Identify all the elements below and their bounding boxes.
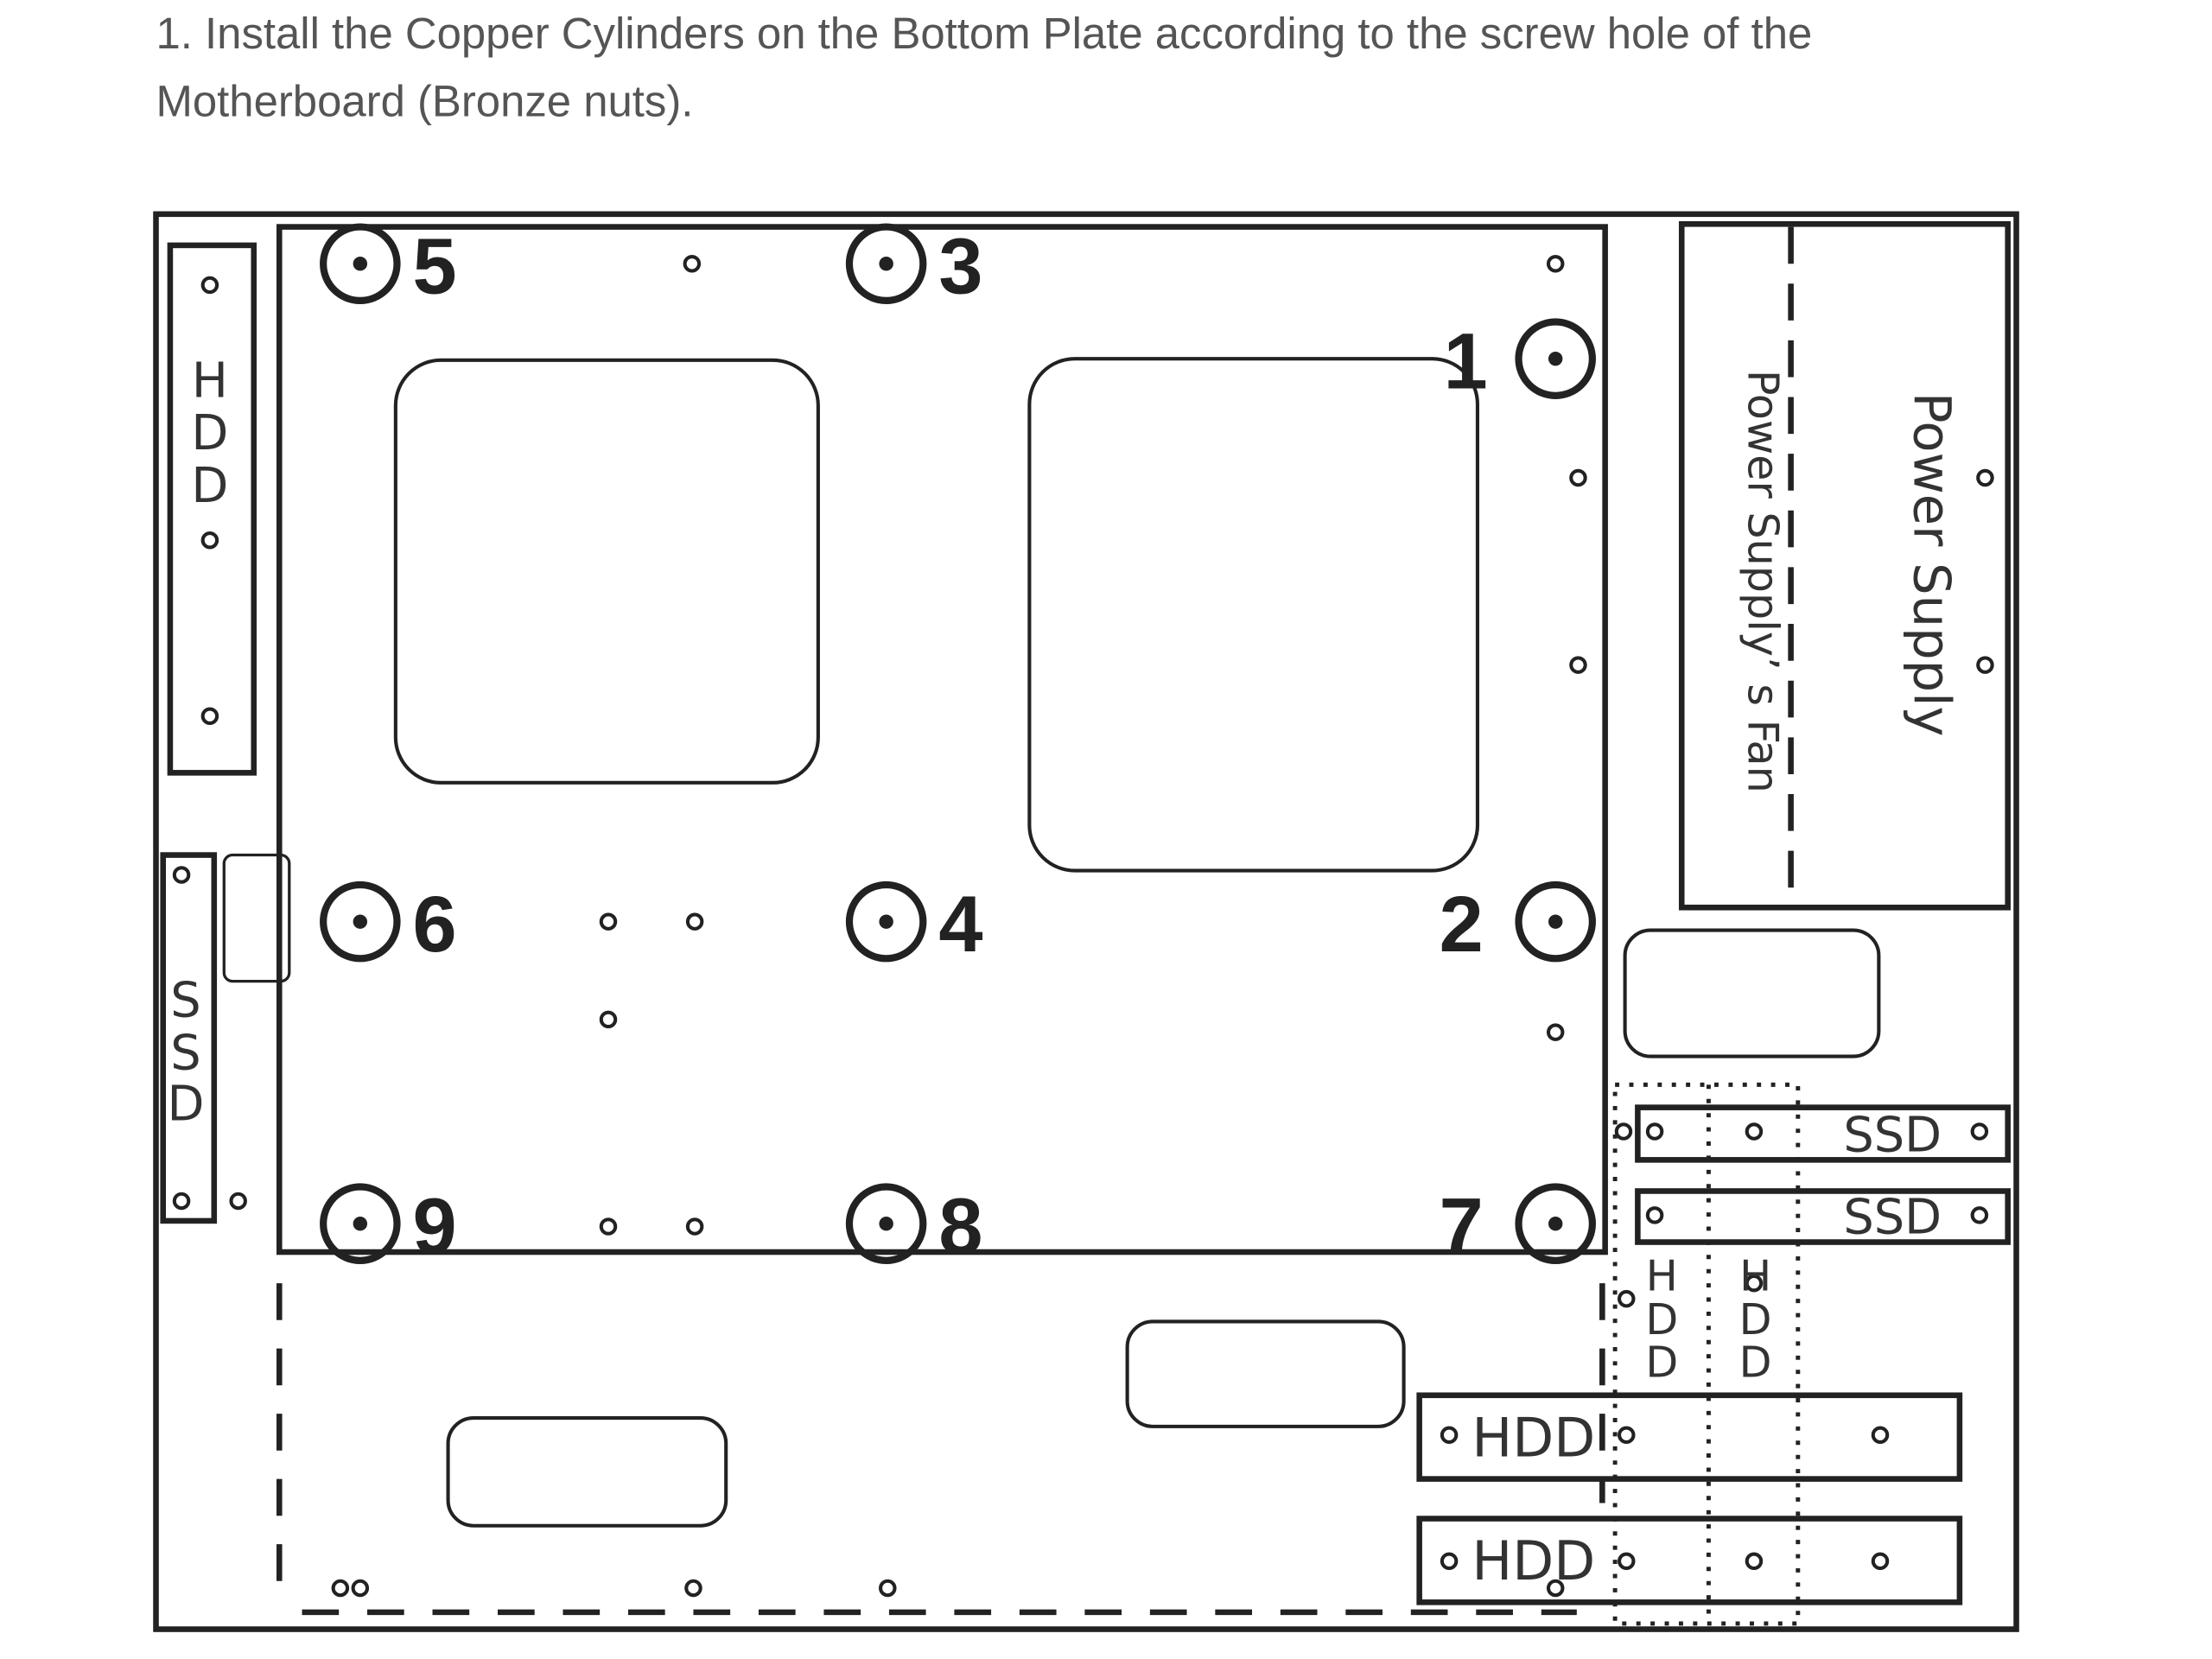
ssd-label: SSD bbox=[1843, 1190, 1942, 1246]
left-hdd-letter: D bbox=[191, 405, 228, 461]
ssd-label: SSD bbox=[1843, 1108, 1942, 1164]
motherboard-outline bbox=[276, 224, 1608, 1255]
power-supply-bay bbox=[1678, 221, 2011, 911]
right-ssd-bay-2 bbox=[1635, 1188, 2011, 1245]
dotted-drive-cage bbox=[1612, 1082, 1801, 1626]
standoffs: 5 3 1 6 4 2 9 8 7 bbox=[320, 223, 1596, 1271]
power-supply-label: Power Supply bbox=[1902, 392, 1961, 737]
dashed-guides bbox=[276, 1283, 1605, 1616]
instruction-line-2: Motherboard (Bronze nuts). bbox=[156, 77, 694, 126]
standoff-label: 5 bbox=[413, 223, 457, 311]
left-ssd-letter: S bbox=[170, 973, 200, 1029]
standoff-label: 2 bbox=[1440, 880, 1484, 969]
bottom-hdd-bay-1 bbox=[1416, 1392, 1963, 1482]
hdd-vertical-letter: D bbox=[1739, 1337, 1772, 1387]
hdd-vertical-letter: D bbox=[1645, 1294, 1678, 1344]
hdd-label: HDD bbox=[1471, 1529, 1595, 1592]
instruction-line-1: 1. Install the Copper Cylinders on the B… bbox=[156, 9, 1813, 58]
standoff-label: 3 bbox=[938, 223, 982, 311]
left-ssd-letter: S bbox=[170, 1025, 200, 1081]
hdd-vertical-letter: D bbox=[1645, 1337, 1678, 1387]
left-hdd-bay bbox=[167, 242, 257, 776]
standoff-label: 4 bbox=[938, 880, 982, 969]
bottom-hdd-bay-2 bbox=[1416, 1516, 1963, 1605]
standoff-label: 7 bbox=[1440, 1183, 1484, 1271]
left-ssd-letter: D bbox=[167, 1076, 204, 1132]
hdd-vertical-letter: H bbox=[1646, 1250, 1678, 1300]
left-cutout bbox=[222, 853, 291, 983]
standoff-label: 9 bbox=[413, 1183, 457, 1271]
left-ssd-bay bbox=[160, 852, 218, 1224]
hdd-vertical-letter: H bbox=[1739, 1250, 1771, 1300]
bottom-plate-outline bbox=[153, 211, 2019, 1632]
left-hdd-letter: H bbox=[192, 353, 228, 409]
standoff-label: 1 bbox=[1444, 318, 1488, 406]
hdd-vertical-letter: D bbox=[1739, 1294, 1772, 1344]
right-ssd-bay-1 bbox=[1635, 1104, 2011, 1163]
plate-cutouts bbox=[393, 357, 1881, 1528]
hdd-label: HDD bbox=[1471, 1406, 1595, 1469]
left-hdd-letter: D bbox=[191, 458, 228, 514]
power-supply-fan-label: Power Supply’ s Fan bbox=[1738, 370, 1788, 793]
standoff-label: 6 bbox=[413, 880, 457, 969]
standoff-label: 8 bbox=[938, 1183, 982, 1271]
screw-holes bbox=[172, 254, 1994, 1598]
